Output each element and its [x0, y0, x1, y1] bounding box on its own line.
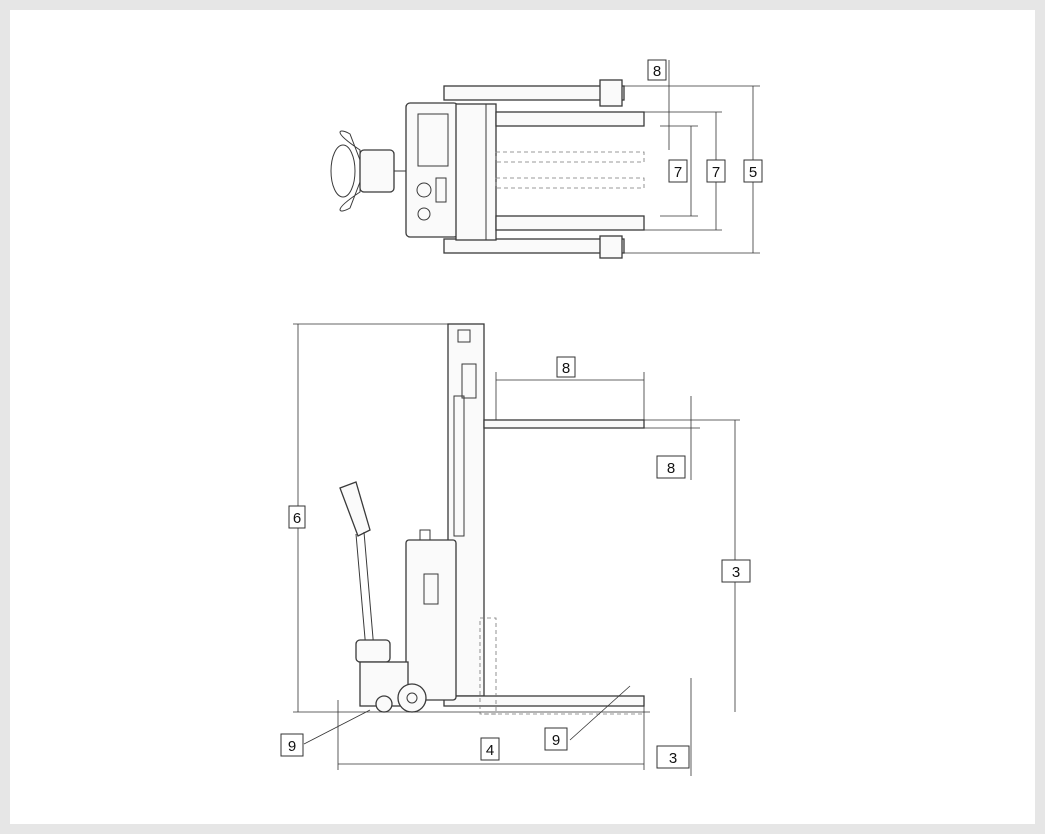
battery-cover: [417, 113, 449, 167]
callout-wheel-angle-left: 9: [288, 738, 296, 755]
drive-wheel-hub: [406, 692, 418, 704]
callout-box-ground-clearance: [656, 745, 690, 769]
fork-alt-right: [495, 177, 645, 189]
tiller-arm-a: [355, 533, 367, 651]
control-panel: [435, 177, 447, 203]
tiller-grip-bottom: [339, 181, 361, 212]
outrigger-top: [443, 85, 625, 101]
chassis-body: [405, 102, 459, 238]
callout-box-lift-height: [721, 559, 751, 583]
leader-wheel-angle-right: [569, 685, 631, 741]
tiller-pivot: [355, 639, 391, 663]
fork-right: [495, 215, 645, 231]
callout-box-inner-width-b: [706, 159, 726, 183]
key-switch: [419, 529, 431, 541]
callout-box-top-offset: [647, 59, 667, 81]
fork-left: [495, 111, 645, 127]
leader-wheel-angle-left: [303, 709, 371, 745]
fork-alt-left: [495, 151, 645, 163]
mast-label-plate: [461, 363, 477, 399]
outrigger-bottom: [443, 238, 625, 254]
load-wheel-bottom: [599, 235, 623, 259]
callout-fork-thickness: 8: [667, 460, 675, 477]
mast-top-cap: [457, 329, 471, 343]
tiller-arm-b: [363, 531, 375, 651]
callout-wheel-angle-right: 9: [552, 732, 560, 749]
callout-box-overall-length: [480, 737, 500, 761]
drive-wheel: [397, 683, 427, 713]
callout-box-overall-height: [288, 505, 306, 529]
callout-top-offset: 8: [653, 63, 661, 80]
callout-inner-width-a: 7: [674, 164, 682, 181]
callout-ground-clearance: 3: [669, 750, 677, 767]
lift-cylinder: [453, 395, 465, 537]
body-housing: [405, 539, 457, 701]
callout-box-overall-width: [743, 159, 763, 183]
control-knob-a: [416, 182, 432, 198]
callout-overall-height: 6: [293, 510, 301, 527]
control-knob-b: [417, 207, 431, 221]
body-label: [423, 573, 439, 605]
callout-overall-length: 4: [486, 742, 494, 759]
tiller-grip-top: [339, 130, 361, 161]
callout-box-wheel-angle-right: [544, 727, 568, 751]
callout-box-fork-thickness: [656, 455, 686, 479]
mast-top: [455, 103, 497, 241]
tiller-head-side: [339, 481, 371, 537]
callout-box-inner-width-a: [668, 159, 688, 183]
top-view: 8 7 7 5: [330, 59, 763, 259]
tiller-head: [359, 149, 395, 193]
side-view: 8 8 3 6 3 4 9 9: [280, 323, 751, 776]
fork-raised: [483, 419, 645, 429]
tiller-handle: [330, 144, 356, 198]
load-wheel-top: [599, 79, 623, 107]
callout-overall-width: 5: [749, 164, 757, 181]
caster-wheel: [375, 695, 393, 713]
callout-box-wheel-angle-left: [280, 733, 304, 757]
callout-inner-width-b: 7: [712, 164, 720, 181]
fork-lowered: [443, 695, 645, 707]
callout-lift-height: 3: [732, 564, 740, 581]
callout-box-fork-length: [556, 356, 576, 378]
callout-fork-length: 8: [562, 360, 570, 377]
